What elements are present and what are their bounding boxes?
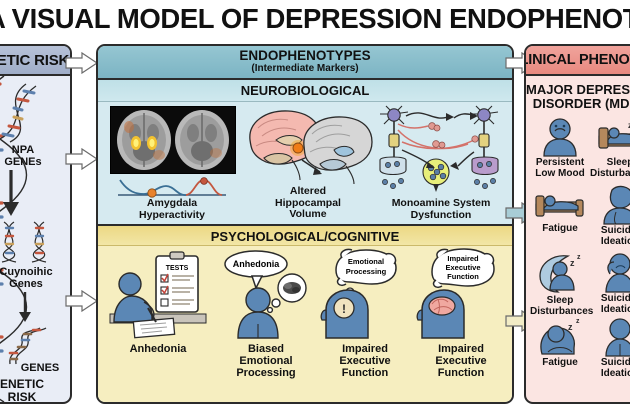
symptom-label-sleep-disturbances-1: Sleep Disturbances bbox=[590, 157, 630, 179]
clinical-phenotype-header-label: CLINICAL PHENOTYPE bbox=[526, 52, 630, 68]
genetic-risk-body: NPA GENEs bbox=[0, 75, 70, 404]
symptom-sleep-disturbances-1: z z Sleep Disturbances bbox=[590, 118, 630, 179]
cuynoihic-genes-label: Cuynoihic Genes bbox=[0, 266, 53, 290]
symptom-label-suicidal-ideation-1: Suicidal Ideation bbox=[600, 225, 630, 247]
svg-text:z: z bbox=[577, 254, 581, 261]
impaired-executive-function-label-2: Impaired Executive Function bbox=[435, 343, 487, 379]
clinical-phenotype-body: MAJOR DEPRESSIVE DISORDER (MDD) Persiste… bbox=[526, 76, 630, 402]
standing-person-icon bbox=[605, 318, 630, 357]
biased-emotional-processing-label: Biased Emotional Processing bbox=[236, 343, 296, 379]
symptom-label-persistent-low-mood: Persistent Low Mood bbox=[535, 157, 585, 179]
tests-clipboard-label: TESTS bbox=[166, 265, 189, 272]
svg-text:Processing: Processing bbox=[346, 267, 387, 276]
head-alert-icon: Emotional Processing ! bbox=[320, 248, 397, 339]
svg-text:z: z bbox=[576, 318, 580, 325]
clinical-phenotype-header: CLINICAL PHENOTYPE bbox=[526, 46, 630, 76]
fmri-brain-scan-icon bbox=[110, 106, 236, 174]
moon-sleep-icon: z z bbox=[539, 254, 581, 293]
symptom-suicidal-ideation-1: Suicidal Ideation bbox=[590, 184, 630, 247]
head-brain-icon: Impaired Executive Function bbox=[416, 248, 495, 339]
symptom-suicidal-ideation-3: Suicidal Ideation bbox=[590, 318, 630, 379]
monoamine-system-dysfunction-label: Monoamine System Dysfunction bbox=[391, 197, 491, 221]
symptom-fatigue-2: z z Fatigue bbox=[530, 318, 590, 368]
neuron-synapse-icon bbox=[379, 105, 499, 192]
neurobiological-band: NEUROBIOLOGICAL bbox=[98, 80, 512, 102]
person-lying-bed-icon bbox=[535, 195, 584, 217]
svg-text:z: z bbox=[570, 258, 575, 268]
genetic-risk-panel: GENETIC RISK bbox=[0, 44, 72, 404]
genes-label: GENES bbox=[20, 362, 60, 374]
chromosome-pair-icon bbox=[1, 221, 47, 263]
symptom-label-suicidal-ideation-3: Suicidal Ideation bbox=[600, 357, 630, 379]
anhedonia-figure-label: Anhedonia bbox=[129, 343, 187, 355]
neurobiological-section: Amygdala Hyperactivity Altered Hippocamp… bbox=[98, 102, 512, 224]
endophenotypes-header-title: ENDOPHENOTYPES bbox=[239, 48, 371, 63]
gene-strand-icon bbox=[8, 327, 47, 365]
impaired-executive-function-item-2: Impaired Executive Function Impaired Exe… bbox=[412, 248, 510, 379]
block-arrow-right-icon-1 bbox=[65, 51, 99, 75]
page-title: A VISUAL MODEL OF DEPRESSION ENDOPHENOTY… bbox=[0, 3, 630, 34]
svg-text:Function: Function bbox=[447, 272, 479, 281]
endophenotypes-header: ENDOPHENOTYPES (Intermediate Markers) bbox=[98, 46, 512, 80]
svg-text:z: z bbox=[628, 121, 630, 130]
genetic-risk-header-label: GENETIC RISK bbox=[0, 51, 70, 69]
impaired-executive-function-item-1: Emotional Processing ! Impaired Executiv… bbox=[316, 248, 414, 379]
symptom-label-sleep-disturbances-2: Sleep Disturbances bbox=[530, 295, 594, 317]
crying-person-icon bbox=[605, 253, 630, 293]
altered-hippocampal-volume-label: Altered Hippocampal Volume bbox=[275, 185, 341, 220]
person-writing-tests-icon: TESTS bbox=[109, 251, 207, 339]
genetic-risk-header: GENETIC RISK bbox=[0, 46, 70, 76]
amygdala-hyperactivity-label: Amygdala Hyperactivity bbox=[139, 197, 205, 221]
curled-person-sleep-icon: z z bbox=[540, 318, 580, 355]
mdd-subtitle: MAJOR DEPRESSIVE DISORDER (MDD) bbox=[526, 82, 630, 111]
svg-text:!: ! bbox=[342, 302, 346, 316]
epigenetic-risk-label: ENETIC RISK bbox=[0, 377, 44, 404]
symptom-persistent-low-mood: Persistent Low Mood bbox=[530, 118, 590, 179]
svg-text:z: z bbox=[568, 322, 573, 332]
clinical-phenotype-panel: CLINICAL PHENOTYPE MAJOR DEPRESSIVE DISO… bbox=[524, 44, 630, 404]
block-arrow-right-icon-2 bbox=[65, 147, 99, 171]
impaired-executive-function-label-1: Impaired Executive Function bbox=[339, 343, 391, 379]
down-arrow-secondary-icon bbox=[19, 292, 31, 322]
anhedonia-bubble-label: Anhedonia bbox=[233, 259, 280, 269]
symptom-label-suicidal-ideation-2: Suicidal Ideation bbox=[600, 293, 630, 315]
sad-person-icon bbox=[543, 118, 577, 157]
amygdala-waveform-icon bbox=[118, 177, 226, 198]
head-down-person-icon bbox=[603, 185, 630, 225]
symptom-suicidal-ideation-2: Suicidal Ideation bbox=[590, 252, 630, 315]
svg-text:Executive: Executive bbox=[445, 263, 480, 272]
dna-helix-small-icon bbox=[0, 83, 37, 143]
psychological-cognitive-band: PSYCHOLOGICAL/COGNITIVE bbox=[98, 224, 512, 246]
biased-emotional-processing-item: Anhedonia Biased bbox=[216, 248, 316, 379]
npa-genes-label: NPA GENEs bbox=[4, 144, 42, 168]
symptom-fatigue-1: Fatigue bbox=[530, 188, 590, 234]
emotional-processing-bubble-label: Emotional bbox=[348, 257, 384, 266]
down-arrow-icon bbox=[3, 170, 19, 216]
sagittal-brain-icon bbox=[249, 110, 373, 185]
psychological-cognitive-section: TESTS bbox=[98, 246, 512, 402]
symptom-label-fatigue-1: Fatigue bbox=[542, 223, 578, 234]
person-speech-bubble-icon: Anhedonia bbox=[224, 250, 307, 339]
endophenotypes-header-subtitle: (Intermediate Markers) bbox=[251, 63, 359, 74]
anhedonia-item: TESTS bbox=[104, 251, 212, 355]
person-in-bed-icon: z z bbox=[598, 121, 630, 149]
symptom-sleep-disturbances-2: z z Sleep Disturbances bbox=[530, 252, 594, 317]
block-arrow-right-icon-3 bbox=[65, 289, 99, 313]
endophenotypes-panel: ENDOPHENOTYPES (Intermediate Markers) NE… bbox=[96, 44, 514, 404]
symptom-label-fatigue-2: Fatigue bbox=[542, 357, 578, 368]
impaired-executive-bubble-label: Impaired bbox=[447, 254, 479, 263]
